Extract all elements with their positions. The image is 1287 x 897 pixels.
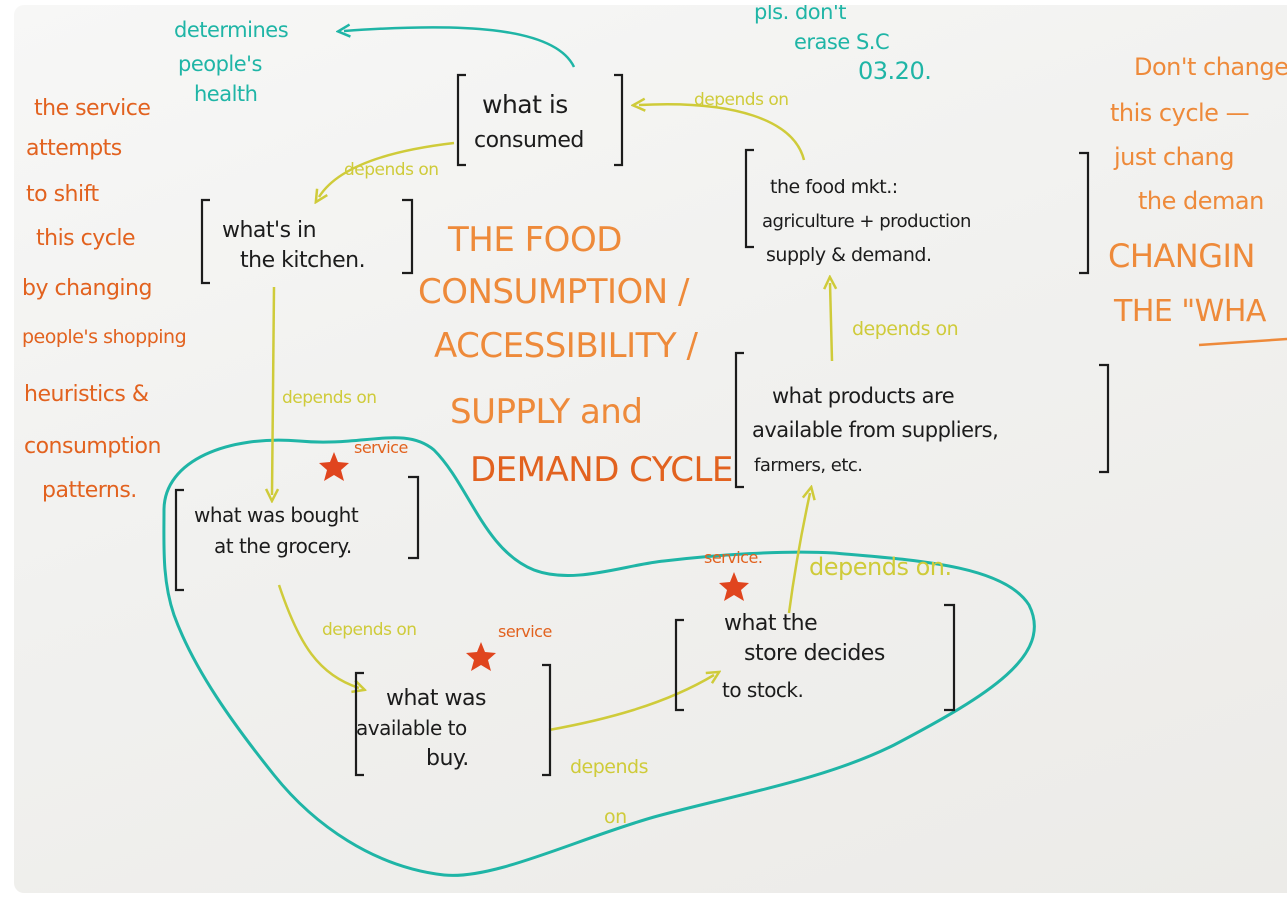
edge-label: depends on	[694, 90, 789, 110]
service-stars	[319, 452, 749, 671]
node-available: what was available to buy.	[356, 686, 487, 771]
note-left-line: patterns.	[42, 478, 137, 503]
note-underline	[1198, 337, 1287, 347]
edge-label: depends on	[282, 388, 377, 408]
edge-label: depends on.	[809, 553, 952, 581]
node-products-line: available from suppliers,	[752, 418, 998, 442]
star-available-icon	[466, 642, 496, 671]
note-left-line: by changing	[22, 276, 152, 301]
node-store-line: to stock.	[722, 678, 803, 702]
edge-label: depends	[570, 756, 648, 778]
title-line: THE FOOD	[447, 220, 622, 260]
arrow-store-to-available	[548, 675, 714, 732]
node-kitchen-line: what's in	[222, 218, 316, 243]
node-consumed-line: what is	[482, 90, 568, 119]
node-consumed: what is consumed	[474, 90, 584, 153]
cycle-diagram: what is consumed what's in the kitchen. …	[22, 5, 1287, 877]
title-line: DEMAND CYCLE	[470, 450, 733, 490]
note-erase: pls. don't erase S.C 03.20.	[754, 5, 932, 85]
note-erase-line: erase S.C	[794, 30, 889, 54]
node-grocery: what was bought at the grocery.	[194, 503, 359, 558]
note-right-line: the deman	[1138, 187, 1264, 215]
node-grocery-line: what was bought	[194, 503, 359, 527]
service-label: service	[354, 438, 408, 457]
note-left-line: heuristics &	[24, 382, 149, 407]
edge-label: depends on	[852, 318, 958, 340]
note-left-line: attempts	[26, 136, 122, 161]
node-foodmkt-line: the food mkt.:	[770, 176, 898, 198]
node-products-line: what products are	[772, 384, 954, 408]
star-grocery-icon	[319, 452, 349, 481]
node-products: what products are available from supplie…	[752, 384, 999, 476]
note-right: Don't change this cycle — just chang the…	[1108, 53, 1287, 329]
title-line: SUPPLY and	[450, 392, 642, 432]
service-label: service	[498, 622, 552, 641]
node-brackets	[174, 73, 1110, 777]
service-label: service.	[704, 548, 762, 567]
node-kitchen-line: the kitchen.	[240, 248, 365, 273]
note-left-line: the service	[34, 96, 150, 121]
title-line: CONSUMPTION /	[418, 272, 690, 312]
node-foodmkt-line: supply & demand.	[766, 244, 932, 266]
note-left-line: consumption	[24, 434, 161, 459]
node-kitchen: what's in the kitchen.	[222, 218, 366, 273]
arrow-consumed-to-foodmkt	[639, 104, 806, 161]
arrow-products-to-store	[787, 493, 810, 614]
note-right-line: just chang	[1113, 143, 1234, 171]
edge-labels: depends on depends on depends on depends…	[282, 90, 959, 828]
arrow-grocery-to-kitchen	[272, 286, 274, 495]
note-health-line: people's	[178, 52, 262, 76]
note-right-line: THE "WHA	[1113, 294, 1267, 329]
note-left-line: this cycle	[36, 226, 135, 251]
note-right-line: CHANGIN	[1108, 237, 1255, 275]
node-consumed-line: consumed	[474, 128, 584, 153]
note-right-line: Don't change	[1134, 53, 1287, 81]
node-products-line: farmers, etc.	[754, 455, 863, 476]
star-store-icon	[719, 572, 749, 601]
service-labels: service service service.	[354, 438, 763, 641]
arrow-kitchen-to-consumed	[319, 141, 455, 197]
node-foodmkt: the food mkt.: agriculture + production …	[762, 176, 971, 266]
note-left: the service attempts to shift this cycle…	[22, 96, 187, 503]
node-store-line: store decides	[744, 641, 885, 666]
edge-label: depends on	[344, 160, 439, 180]
note-left-line: to shift	[26, 182, 99, 207]
arrow-foodmkt-to-products	[830, 283, 832, 362]
node-available-line: buy.	[426, 746, 469, 771]
arrow-available-to-grocery	[277, 584, 359, 688]
whiteboard: what is consumed what's in the kitchen. …	[14, 5, 1287, 893]
note-erase-line: pls. don't	[754, 5, 846, 24]
note-erase-line: 03.20.	[858, 57, 931, 85]
note-right-line: this cycle —	[1110, 99, 1249, 127]
note-health-line: determines	[174, 18, 288, 42]
node-available-line: what was	[386, 686, 486, 711]
service-boundary	[162, 436, 1036, 877]
node-store: what the store decides to stock.	[722, 611, 885, 702]
edge-label: on	[604, 806, 627, 828]
edge-label: depends on	[322, 620, 417, 640]
note-left-line: people's shopping	[22, 326, 186, 348]
note-health: determines people's health	[174, 18, 289, 106]
node-store-line: what the	[724, 611, 817, 636]
title-line: ACCESSIBILITY /	[434, 326, 698, 366]
node-grocery-line: at the grocery.	[214, 534, 352, 558]
diagram-title: THE FOOD CONSUMPTION / ACCESSIBILITY / S…	[418, 220, 733, 490]
note-health-line: health	[194, 82, 257, 106]
arrow-consumed-to-health	[344, 27, 576, 68]
node-available-line: available to	[356, 716, 467, 740]
node-foodmkt-line: agriculture + production	[762, 211, 971, 232]
